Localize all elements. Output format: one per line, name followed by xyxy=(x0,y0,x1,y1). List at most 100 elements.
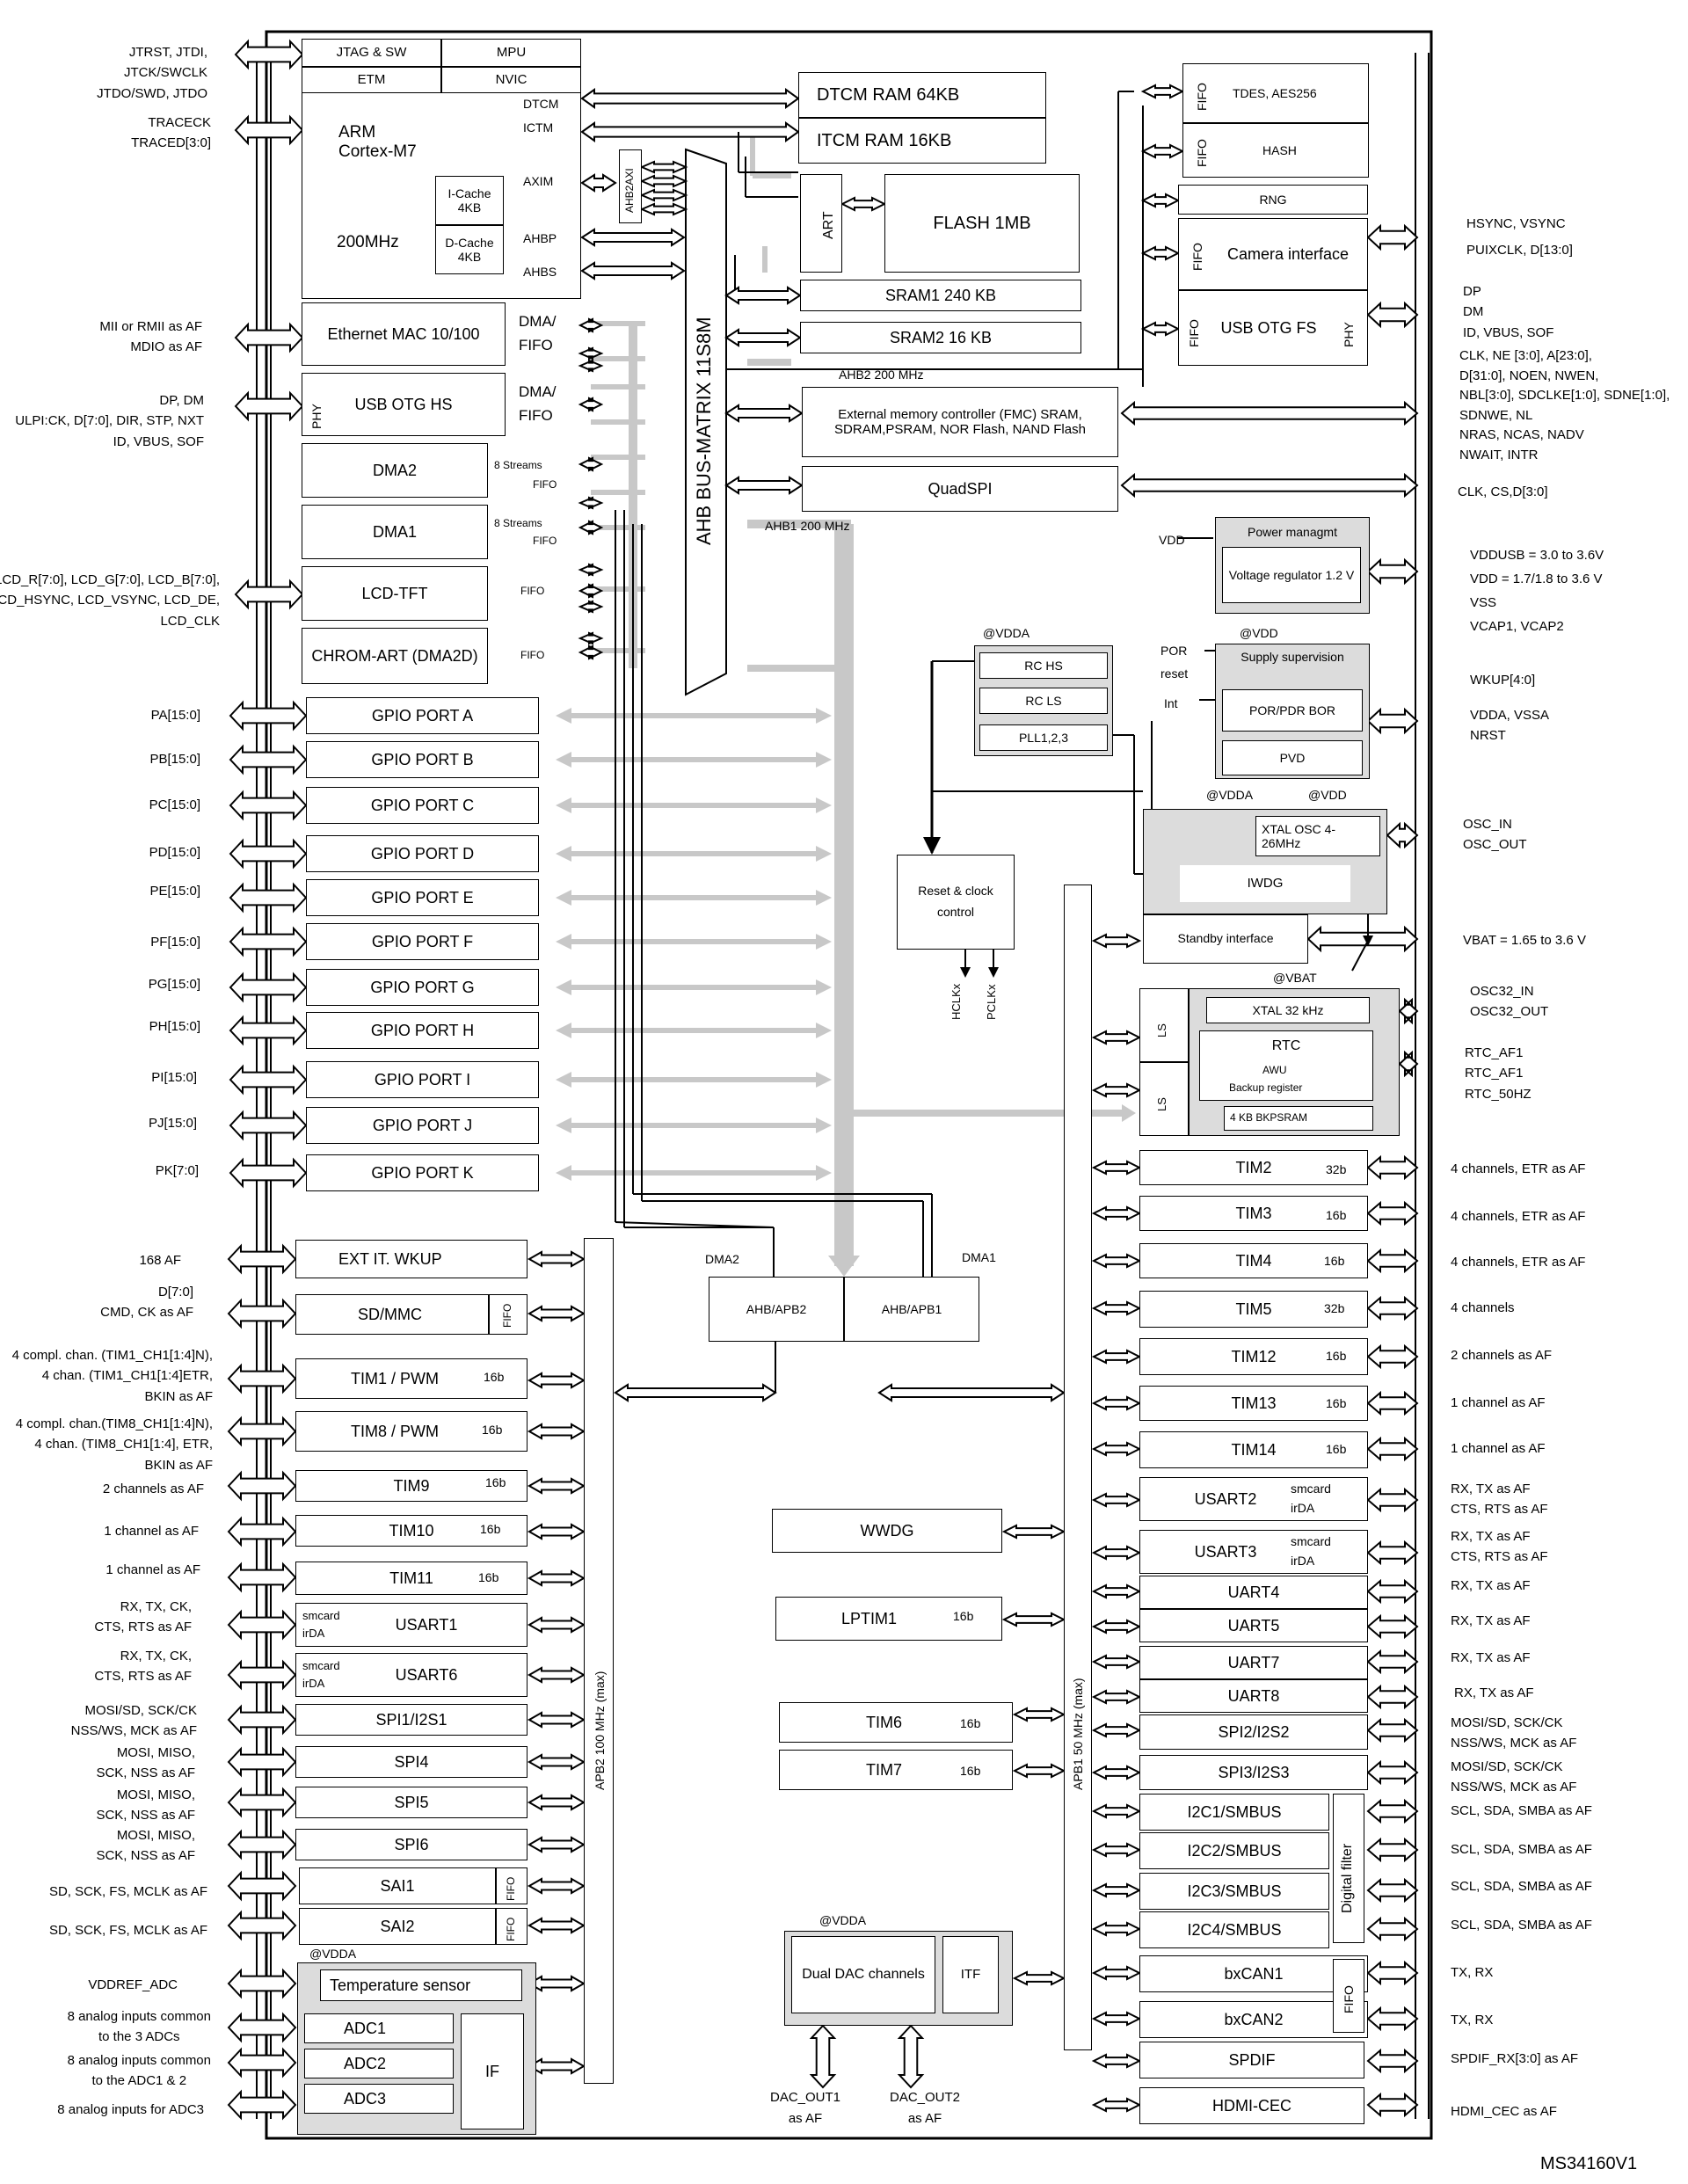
apb2-periph-arrow xyxy=(527,1711,586,1729)
usart3-pins-label: RX, TX as AF CTS, RTS as AF xyxy=(1451,1529,1548,1565)
gpio-bus-head xyxy=(556,797,571,813)
apb2-periph-arrow xyxy=(527,1477,586,1495)
power-pins-label: VDDUSB = 3.0 to 3.6V VDD = 1.7/1.8 to 3.… xyxy=(1470,548,1604,634)
spdif-pins-label: SPDIF_RX[3:0] as AF xyxy=(1451,2051,1579,2066)
bus-matrix-label: AHB BUS-MATRIX 11S8M xyxy=(693,317,715,545)
i2c2-smbus: I2C2/SMBUS xyxy=(1139,1832,1329,1869)
sd-mmc-fifo xyxy=(489,1294,528,1335)
sai2-fifo xyxy=(496,1908,528,1945)
apb2-periph-arrow xyxy=(527,1616,586,1634)
apb1-periph-arrow xyxy=(1091,933,1142,949)
cam-arrow xyxy=(1140,245,1181,261)
clock-head xyxy=(923,837,941,855)
gpio-port-e: GPIO PORT E xyxy=(306,879,539,916)
dac-out2-arrow xyxy=(897,2024,925,2089)
apb1-periph-arrow xyxy=(1091,1205,1142,1221)
spi6: SPI6 xyxy=(295,1829,528,1860)
tim13: TIM13 xyxy=(1139,1386,1368,1421)
reset-label: reset xyxy=(1160,666,1189,681)
apb1-pin-arrow xyxy=(1366,1578,1419,1605)
dual-dac: Dual DAC channels xyxy=(791,1936,935,2013)
lptim1: LPTIM1 xyxy=(775,1597,1002,1641)
apb1-bus[interactable] xyxy=(1064,885,1092,2050)
tim14: TIM14 xyxy=(1139,1431,1368,1468)
hdmi-cec: HDMI-CEC xyxy=(1139,2087,1364,2124)
gpio-bus-head xyxy=(816,1165,832,1181)
ahb-apb2-bridge: AHB/APB2 xyxy=(709,1277,844,1342)
gpio-bus-head xyxy=(816,979,832,995)
usart2-smcard: smcard irDA xyxy=(1291,1481,1331,1515)
gpio-bus-head xyxy=(556,1072,571,1088)
pin-arrow xyxy=(227,1746,297,1778)
camera-pins-label: HSYNC, VSYNC PUIXCLK, D[13:0] xyxy=(1466,216,1573,258)
apb1-periph-arrow xyxy=(1091,2011,1142,2027)
fmc-pin-arrow xyxy=(1120,400,1419,426)
at-vdda-dac: @VDDA xyxy=(819,1913,867,1927)
tim4: TIM4 xyxy=(1139,1243,1368,1278)
pi-label: PI[15:0] xyxy=(151,1070,197,1085)
osc-pins-label: OSC_IN OSC_OUT xyxy=(1463,817,1527,853)
gpio-pin-arrow xyxy=(229,1064,308,1096)
spi5-pins-label: MOSI, MISO, SCK, NSS as AF xyxy=(96,1787,195,1824)
apb1-periph-arrow xyxy=(1091,2097,1142,2113)
apb1-pin-arrow xyxy=(1366,1295,1419,1321)
art-block xyxy=(800,174,842,273)
xtal-32khz: XTAL 32 kHz xyxy=(1206,997,1370,1023)
pg-label: PG[15:0] xyxy=(148,977,200,992)
quadspi-pins-label: CLK, CS,D[3:0] xyxy=(1458,484,1548,499)
pin-arrow xyxy=(234,114,304,146)
apb1-periph-arrow xyxy=(1091,1882,1142,1898)
lcd-pins-label: LCD_R[7:0], LCD_G[7:0], LCD_B[7:0], LCD_… xyxy=(0,572,220,629)
apb1-pin-arrow xyxy=(1366,1487,1419,1513)
master-arrow xyxy=(578,317,604,333)
apb2-periph-arrow xyxy=(527,1917,586,1934)
ahb2axi-label: AHB2AXI xyxy=(623,168,636,213)
usart1-pins-label: RX, TX, CK, CTS, RTS as AF xyxy=(94,1599,192,1635)
apb1-periph-arrow xyxy=(1091,1082,1142,1098)
tim10-pins-label: 1 channel as AF xyxy=(104,1524,199,1539)
af168-label: 168 AF xyxy=(139,1253,181,1268)
bkpsram: 4 KB BKPSRAM xyxy=(1224,1106,1373,1131)
apb2-bus[interactable] xyxy=(584,1238,614,2084)
spi4: SPI4 xyxy=(295,1746,528,1778)
qspi-arrow xyxy=(724,476,804,495)
hclkx-label: HCLKx xyxy=(950,983,963,1020)
int-label: Int xyxy=(1164,696,1178,710)
tim9-bits: 16b xyxy=(485,1475,506,1489)
tim8-pins-label: 4 compl. chan.(TIM8_CH1[1:4]N), 4 chan. … xyxy=(15,1416,213,1473)
apb1-pin-arrow xyxy=(1366,1960,1419,1986)
spi3-pins-label: MOSI/SD, SCK/CK NSS/WS, MCK as AF xyxy=(1451,1759,1577,1795)
backup-register-label: Backup register xyxy=(1229,1081,1303,1094)
ph-label: PH[15:0] xyxy=(149,1019,200,1034)
gpio-port-a: GPIO PORT A xyxy=(306,697,539,734)
tim3-bits: 16b xyxy=(1326,1208,1347,1222)
axi-arrow xyxy=(639,160,688,174)
apb1-periph-arrow xyxy=(1091,1160,1142,1176)
tim2: TIM2 xyxy=(1139,1150,1368,1185)
cam-pin-arrow xyxy=(1366,223,1419,251)
pin-arrow xyxy=(227,2012,297,2043)
tim1-pwm: TIM1 / PWM xyxy=(295,1358,528,1399)
pin-arrow xyxy=(234,579,304,610)
can2-pins-label: TX, RX xyxy=(1451,2013,1494,2027)
apb1-pin-arrow xyxy=(1366,1837,1419,1863)
spi2-pins-label: MOSI/SD, SCK/CK NSS/WS, MCK as AF xyxy=(1451,1715,1577,1751)
apb2-periph-arrow xyxy=(527,1569,586,1587)
usb-otg-hs: USB OTG HS xyxy=(302,373,506,436)
hash-arrow xyxy=(1140,143,1185,159)
core-name: ARM Cortex-M7 xyxy=(338,123,417,161)
gpio-port-j: GPIO PORT J xyxy=(306,1107,539,1144)
apb2-bridge-arrow xyxy=(614,1383,777,1402)
at-vdd-supply: @VDD xyxy=(1240,626,1278,640)
pj-label: PJ[15:0] xyxy=(148,1116,197,1131)
iwdg: IWDG xyxy=(1180,865,1350,902)
gpio-pin-arrow xyxy=(229,838,308,870)
i2c3-pins-label: SCL, SDA, SMBA as AF xyxy=(1451,1879,1592,1894)
usart1-smcard: smcard irDA xyxy=(302,1609,340,1640)
apb2-periph-arrow xyxy=(527,1372,586,1389)
awu-label: AWU xyxy=(1262,1064,1287,1076)
apb2-periph-arrow xyxy=(527,2057,586,2075)
adc-common-label: 8 analog inputs common to the 3 ADCs xyxy=(67,2009,211,2045)
crypto-arrow xyxy=(1140,84,1185,99)
